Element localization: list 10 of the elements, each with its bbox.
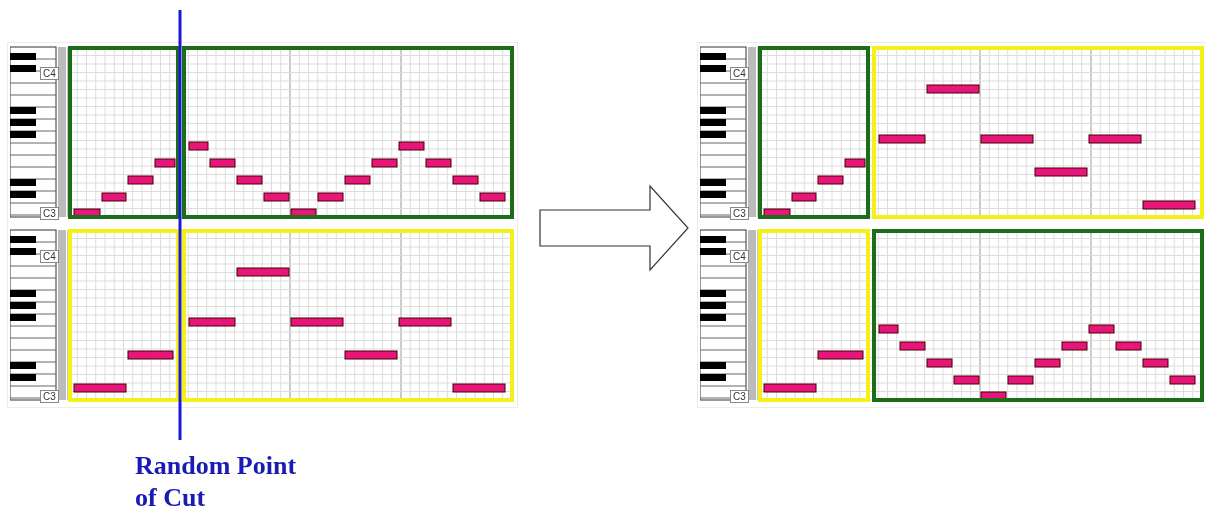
cut-point-label: Random Point of Cut [135,450,298,514]
block-arrow [539,184,689,272]
note-label: C3 [730,207,749,220]
note-label: C3 [730,390,749,403]
note-label: C4 [730,67,749,80]
note-label: C4 [40,250,59,263]
note-label: C3 [40,390,59,403]
note-label: C4 [730,250,749,263]
note-label: C3 [40,207,59,220]
note-label: C4 [40,67,59,80]
